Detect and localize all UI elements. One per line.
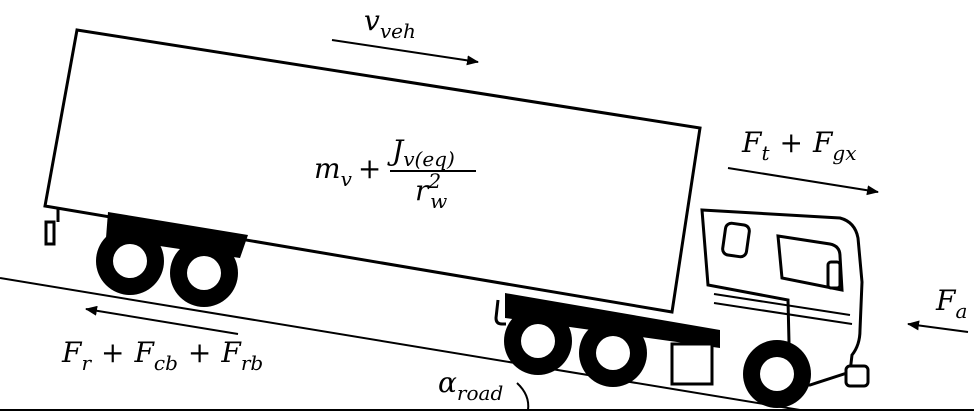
alpha-symbol: α (438, 366, 457, 399)
aero-arrow (907, 320, 969, 333)
tractor-wheel-front (743, 340, 811, 408)
mass-subscript: v (341, 167, 353, 191)
inertia-numerator: Jv(eq) (387, 134, 455, 171)
cb-force-subscript: cb (154, 351, 178, 375)
alpha-subscript: road (457, 381, 503, 405)
wheel-radius-symbol: r (415, 174, 430, 207)
aero-force-label: Fa (935, 284, 967, 323)
inertia-symbol: J (387, 134, 405, 167)
traction-plus: + (779, 126, 802, 159)
road-slope-line (0, 277, 801, 411)
tractor-cab (700, 208, 864, 387)
velocity-subscript: veh (380, 19, 416, 43)
traction-arrow (727, 167, 879, 196)
wheel-radius-subscript: w (430, 189, 447, 213)
rolling-force-subscript: r (81, 351, 92, 375)
tractor-wheel-rear-1 (504, 307, 572, 375)
mass-term: mv+ (314, 152, 381, 191)
cab-trim-line-1 (713, 293, 851, 316)
tractor-wheel-rear-2 (579, 319, 647, 387)
wheel-radius-superscript: 2 (427, 169, 441, 193)
trailer-rear-post (44, 206, 60, 246)
cab-side-window (721, 221, 751, 259)
velocity-label: vveh (364, 4, 416, 43)
inertia-subscript: v(eq) (403, 147, 455, 171)
mass-symbol: m (314, 152, 341, 185)
traction-symbol: F (741, 126, 763, 159)
velocity-arrow (331, 39, 479, 66)
cab-mirror (826, 260, 842, 290)
road-angle-label: αroad (438, 366, 503, 405)
aero-symbol: F (935, 284, 957, 317)
resistance-plus-2: + (188, 336, 211, 369)
aero-subscript: a (955, 299, 967, 323)
cb-force-symbol: F (133, 336, 155, 369)
fuel-tank (670, 342, 714, 386)
mass-plus: + (358, 152, 381, 185)
resistance-arrow (85, 305, 239, 335)
road-angle-arc (516, 382, 530, 411)
grade-force-symbol: F (812, 126, 834, 159)
resistance-force-label: Fr + Fcb + Frb (61, 336, 263, 375)
traction-subscript: t (761, 141, 770, 165)
cab-trim-line-2 (713, 302, 853, 325)
rolling-force-symbol: F (61, 336, 83, 369)
rb-force-subscript: rb (241, 351, 263, 375)
traction-force-label: Ft + Fgx (741, 126, 856, 165)
resistance-plus-1: + (101, 336, 124, 369)
trailer-container (43, 28, 702, 314)
trailer-wheel-rear (170, 239, 238, 307)
tractor-rear-bumper (494, 299, 506, 326)
velocity-symbol: v (364, 4, 380, 37)
trailer-wheel-front (96, 227, 164, 295)
rb-force-symbol: F (220, 336, 242, 369)
front-bumper (844, 364, 870, 388)
grade-force-subscript: gx (832, 141, 856, 165)
